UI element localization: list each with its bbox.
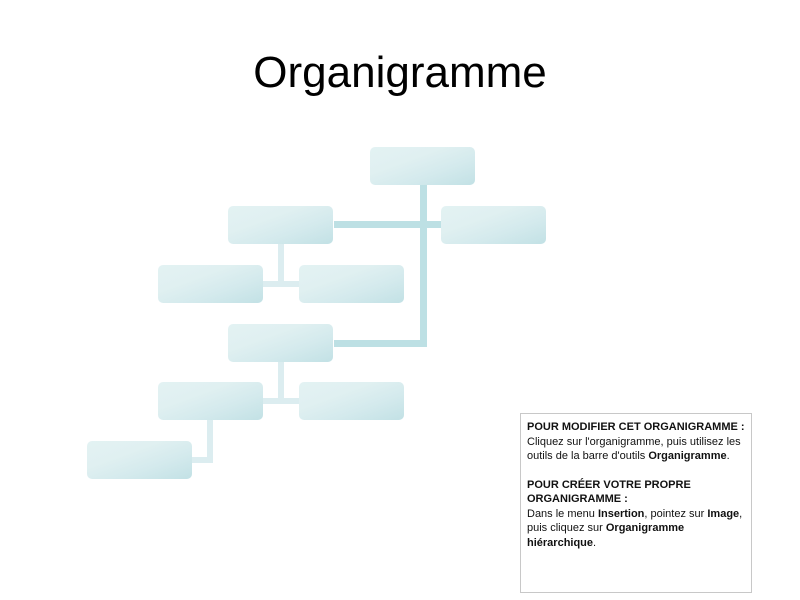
instructions-box: POUR MODIFIER CET ORGANIGRAMME : Cliquez … (520, 413, 752, 593)
bold-text: Image (707, 507, 740, 520)
org-node[interactable] (158, 382, 263, 420)
connector (263, 398, 299, 404)
org-node[interactable] (158, 265, 263, 303)
connector (420, 185, 427, 347)
text: Cliquez sur l'organigramme, puis utilise… (527, 435, 741, 463)
instructions-create: POUR CRÉER VOTRE PROPRE ORGANIGRAMME :Da… (527, 478, 745, 551)
heading: POUR MODIFIER CET ORGANIGRAMME : (527, 421, 745, 433)
org-node[interactable] (228, 206, 333, 244)
org-node-top[interactable] (370, 147, 475, 185)
org-node[interactable] (299, 382, 404, 420)
connector (278, 244, 284, 287)
org-node[interactable] (87, 441, 192, 479)
connector (334, 340, 427, 347)
bold-text: Insertion (597, 507, 645, 520)
text: . (726, 450, 730, 462)
org-node[interactable] (228, 324, 333, 362)
text: Dans le menu (527, 507, 598, 520)
instructions-modify: POUR MODIFIER CET ORGANIGRAMME : Cliquez … (527, 420, 745, 464)
connector (278, 362, 284, 404)
bold-text: Organigramme (648, 450, 727, 462)
slide-title: Organigramme (253, 48, 547, 97)
text: . (593, 536, 597, 549)
connector (334, 221, 441, 228)
text: , puis cliquez sur (527, 507, 743, 535)
heading: POUR CRÉER VOTRE PROPRE ORGANIGRAMME : (527, 478, 691, 506)
connector (192, 457, 213, 463)
org-node[interactable] (441, 206, 546, 244)
bold-text: Organigramme hiérarchique (527, 522, 685, 549)
text: , pointez sur (644, 507, 708, 520)
org-node[interactable] (299, 265, 404, 303)
connector (263, 281, 299, 287)
connector (207, 420, 213, 463)
